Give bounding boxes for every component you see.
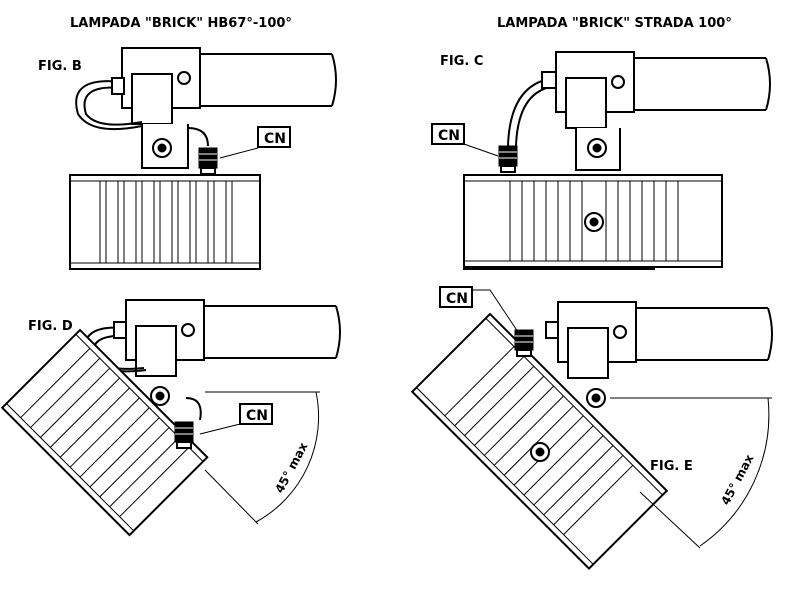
figure-b: FIG. B CN (38, 47, 337, 270)
figure-c: FIG. C CN (431, 51, 771, 270)
figure-e-angle: 45° max (718, 452, 756, 508)
figure-d-angle: 45° max (272, 440, 310, 496)
figure-d-label: FIG. D (28, 319, 73, 334)
title-right: LAMPADA "BRICK" STRADA 100° (497, 16, 732, 31)
figure-e-label: FIG. E (650, 459, 693, 474)
figure-d: FIG. D 45° max CN (0, 299, 341, 537)
figure-e-cn: CN (446, 291, 468, 307)
figure-c-label: FIG. C (440, 54, 483, 69)
figure-e: FIG. E 45° max CN (410, 286, 773, 570)
figure-c-cn: CN (438, 128, 460, 144)
figure-d-cn: CN (246, 408, 268, 424)
figure-b-cn: CN (264, 131, 286, 147)
figure-b-label: FIG. B (38, 59, 82, 74)
title-left: LAMPADA "BRICK" HB67°-100° (70, 16, 292, 31)
